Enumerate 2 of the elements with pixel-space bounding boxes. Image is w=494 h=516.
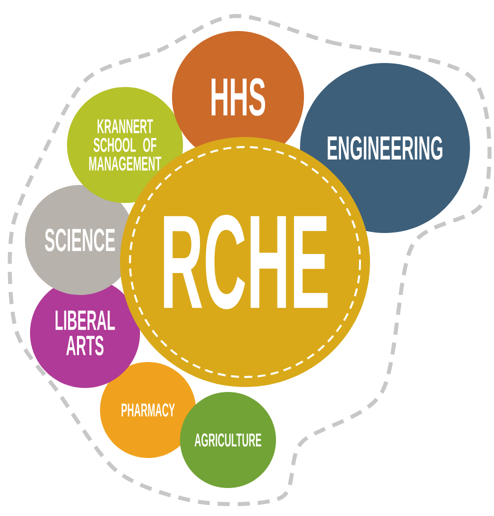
- circle-node: PHARMACY: [100, 362, 196, 458]
- circle-node: AGRICULTURE: [180, 392, 276, 488]
